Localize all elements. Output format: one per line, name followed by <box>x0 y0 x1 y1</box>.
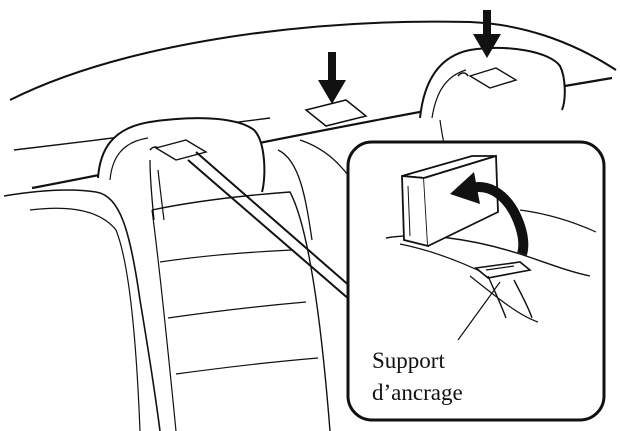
center-seat-stitch-2 <box>167 301 307 319</box>
rear-window-outline <box>9 20 617 101</box>
center-anchor-cover <box>304 99 368 127</box>
center-seat-stitch-1 <box>159 249 293 263</box>
center-seat-stitch-3 <box>175 357 319 375</box>
center-seat-left-edge <box>151 209 177 431</box>
right-seatback-inner <box>299 139 353 181</box>
curved-arrow-icon <box>450 172 529 256</box>
left-headrest <box>97 117 266 221</box>
callout-label-line2: d’ancrage <box>372 380 463 405</box>
center-seatback <box>151 191 331 431</box>
callout-leader-top <box>195 151 353 289</box>
anchor-detail-illustration <box>385 154 597 341</box>
left-seat-inner <box>29 207 141 431</box>
down-arrow-icon <box>318 52 346 104</box>
right-seatback-edge <box>277 149 313 241</box>
callout-label-line1: Support <box>372 348 445 373</box>
down-arrow-icon <box>473 10 501 58</box>
callout-leader-bottom <box>187 159 351 301</box>
left-seatback <box>3 189 161 431</box>
